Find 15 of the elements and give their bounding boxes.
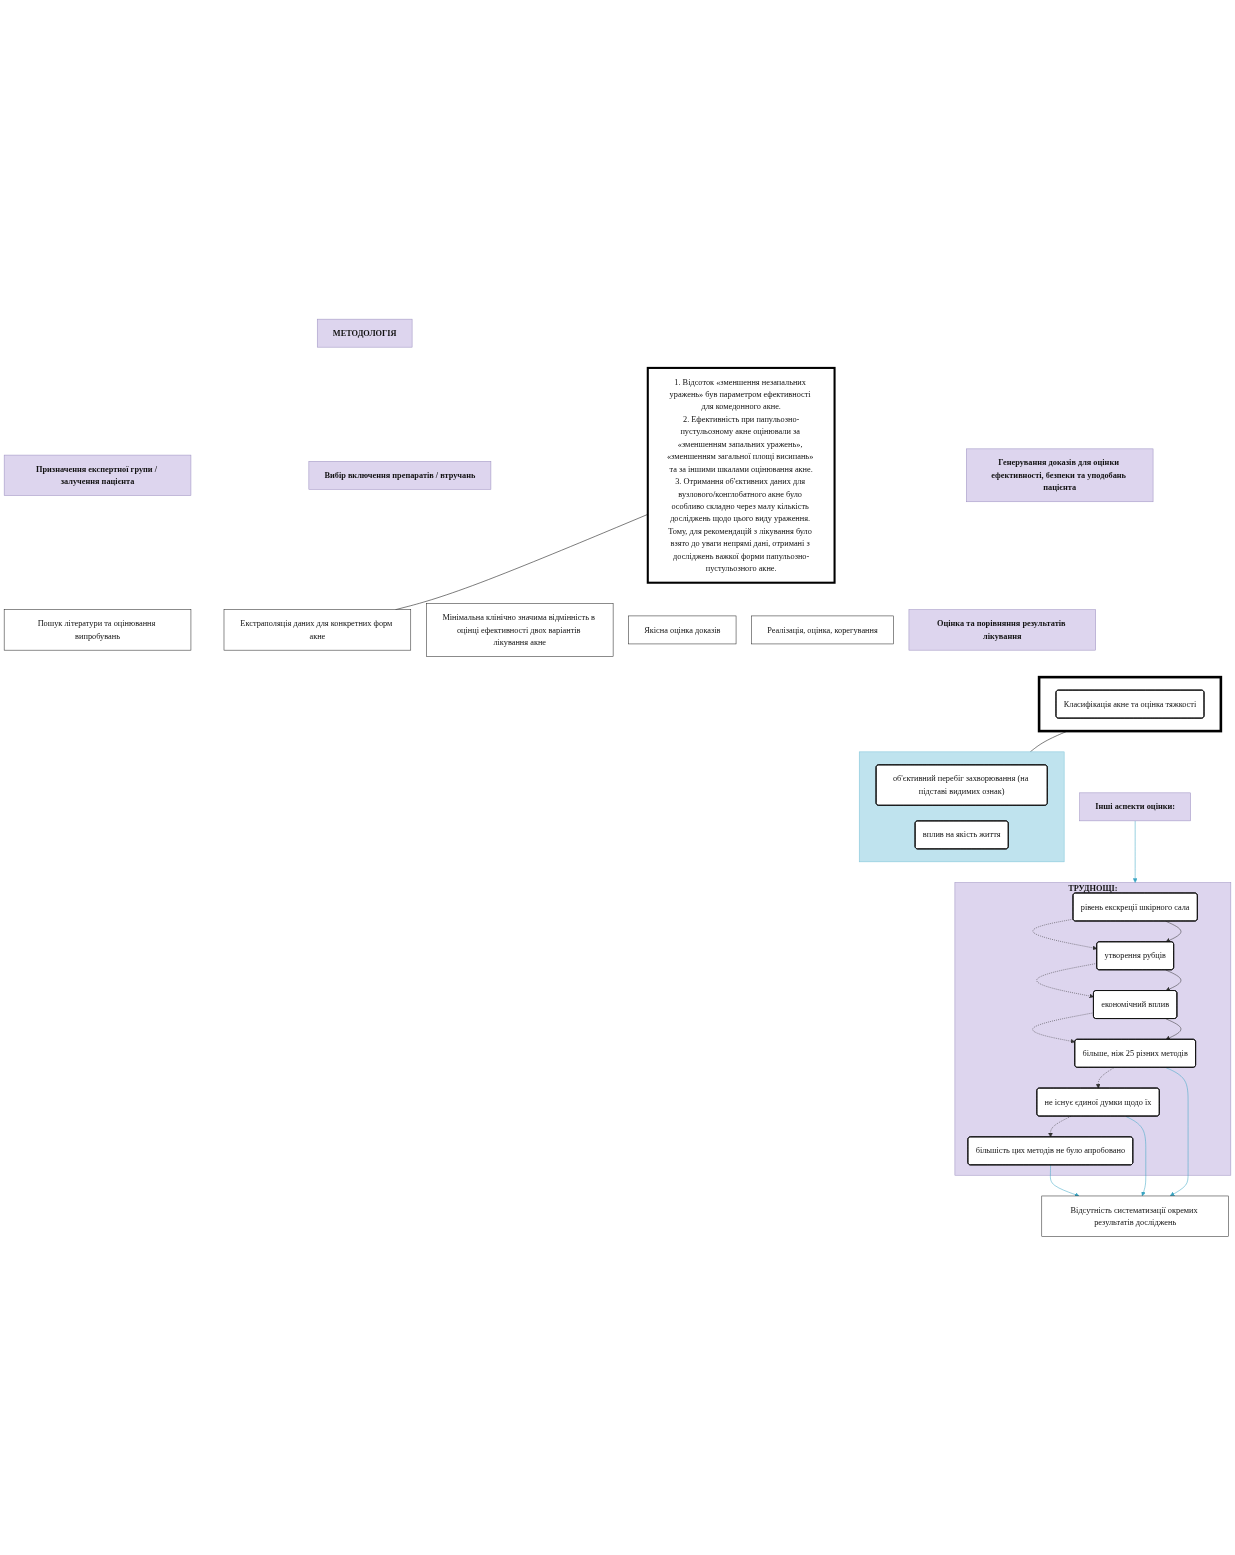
node-box: Екстраполяція даних для конкретних форм акне [223,609,412,651]
node-box: Пошук літератури та оцінювання випробувань [3,609,192,651]
node-box: Реалізація, оцінка, корегування [751,615,894,644]
cluster [1037,675,1223,733]
node-box: Інші аспекти оцінки: [1079,792,1191,821]
node-box: Генерування доказів для оцінки ефективності, безпеки та уподобань пацієнта [966,448,1154,502]
node-box: Якісна оцінка доказів [628,615,737,644]
node-box: Вибір включення препаратів / втручань [308,460,492,490]
node-box: Мінімальна клінічно значима відмінність в оцінці ефективності двох варіантів лікування акне [426,602,614,657]
cluster [858,751,1065,862]
node-box: Призначення експертної групи / залучення пацієнта [3,454,192,496]
node-box: Відсутність систематизації окремих результатів досліджень [1041,1195,1229,1237]
node-box: МЕТОДОЛОГІЯ [316,318,413,348]
node-box: Оцінка та порівняння результатів лікування [908,609,1096,651]
node-box: 1. Відсоток «зменшення незапальних уражень» був параметром ефективності для комедонного акне. 2. Ефективність при папульозно-пустульозному акне оцінювали за «зменшенням запальних уражень», «зменшенням загальної площі висипань» та за іншими шкалами оцінювання акне. 3. Отримання об'єктивних даних для вузлового/конглобатного акне було особливо складно через малу кількість досліджень щодо цього виду ураження. Тому, для рекомендацій з лікування було взято до уваги непрямі дані, отримані з досліджень важкої форми папульозно-пустульозного акне. [646,366,836,584]
